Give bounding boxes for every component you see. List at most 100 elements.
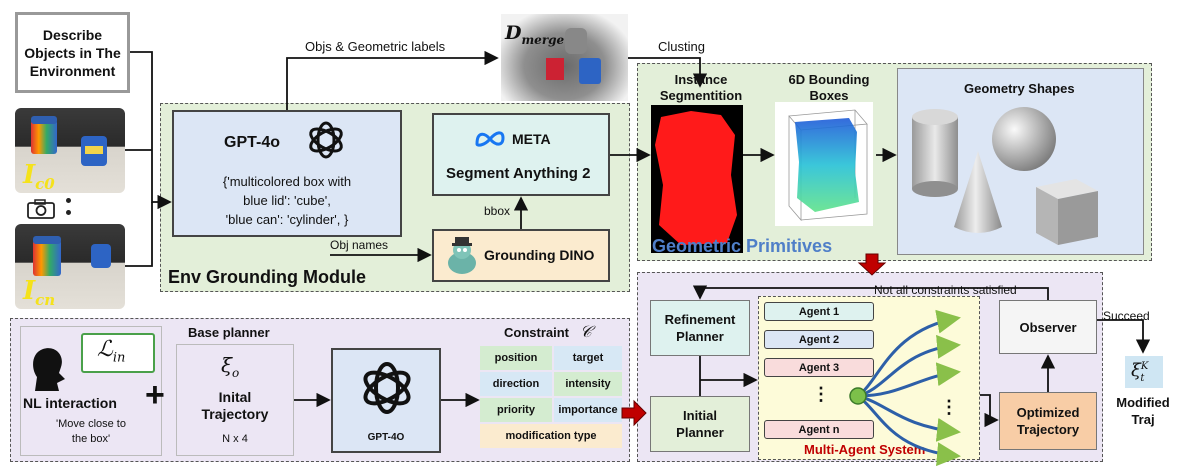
modified-label-1: Modified	[1116, 395, 1170, 410]
agents-ellipsis-right: ⋮	[940, 397, 958, 417]
gpt4o-text-3: 'blue can': 'cylinder', }	[225, 212, 349, 227]
refinement-line-2: Planner	[676, 329, 724, 344]
optimized-trajectory-box: Optimized Trajectory	[999, 392, 1097, 450]
traj-size: N x 4	[222, 433, 248, 445]
bounding-box-title: 6D Bounding Boxes	[770, 70, 888, 106]
agent-ellipsis: ⋮	[812, 384, 830, 404]
sphere-shape-icon	[992, 107, 1056, 171]
constraint-title: Constraint	[504, 325, 569, 340]
xi-label: ξ	[221, 353, 233, 377]
camera-icon	[26, 198, 56, 220]
constraint-cell-target: target	[554, 346, 622, 370]
plus-sign: +	[145, 376, 165, 414]
describe-objects-box: Describe Objects in The Environment	[15, 12, 130, 93]
bbox-label: bbox	[484, 204, 511, 218]
gpt4o-text-2: blue lid': 'cube',	[243, 193, 331, 208]
constraint-cell-modification: modification type	[480, 424, 622, 448]
cube-shape-icon	[1036, 179, 1098, 245]
agent-3: Agent 3	[764, 358, 874, 377]
initial-trajectory-box: ξo Inital Trajectory N x 4	[176, 344, 294, 456]
modified-symbol: ξ	[1131, 360, 1141, 381]
ellipsis-dots	[66, 198, 72, 218]
constraint-cell-direction: direction	[480, 372, 552, 396]
multi-agent-title: Multi-Agent System	[804, 442, 926, 457]
dmerge-label: D	[505, 22, 522, 44]
modified-traj-symbol-box: ξKt	[1125, 356, 1163, 388]
lin-label: ℒ	[97, 337, 113, 362]
grounding-dino-box: Grounding DINO	[432, 229, 610, 282]
base-planner-title: Base planner	[188, 325, 270, 340]
gpt4o-box: GPT-4o {'multicolored box with blue lid'…	[172, 110, 402, 237]
observer-box: Observer	[999, 300, 1097, 354]
camera-photo-last: Icn	[15, 224, 125, 309]
person-silhouette-icon	[33, 348, 65, 391]
nl-interaction-box: ℒin NL interaction 'Move close to the bo…	[20, 326, 162, 456]
camera-photo-first: Ic0	[15, 108, 125, 193]
describe-line-3: Environment	[29, 62, 116, 79]
refinement-planner-box: Refinement Planner	[650, 300, 750, 356]
not-all-satisfied-label: Not all constraints satisfied	[874, 283, 1017, 297]
gpt4o-title: GPT-4o	[224, 134, 281, 151]
clusting-label: Clusting	[658, 39, 705, 54]
observer-label: Observer	[1019, 319, 1077, 335]
objs-geometric-label: Objs & Geometric labels	[305, 39, 446, 54]
initial-line-2: Planner	[676, 425, 724, 440]
instance-seg-image	[651, 105, 743, 253]
segment-anything-box: META Segment Anything 2	[432, 113, 610, 196]
dino-label: Grounding DINO	[484, 247, 595, 263]
constraint-cell-intensity: intensity	[554, 372, 622, 396]
nl-quote-2: the box'	[71, 433, 111, 445]
nl-quote-1: 'Move close to	[56, 418, 126, 430]
last-photo-sub: cn	[35, 291, 56, 309]
cylinder-shape-icon	[912, 109, 958, 197]
red-right-arrow-icon	[621, 399, 647, 427]
meta-logo-icon	[474, 129, 506, 149]
describe-line-2: Objects in The	[24, 44, 121, 61]
geometric-primitives-title: Geometric Primitives	[652, 236, 833, 256]
constraint-cell-importance: importance	[554, 398, 622, 422]
describe-line-1: Describe	[42, 26, 103, 43]
agent-1: Agent 1	[764, 302, 874, 321]
gpt4o-text-1: {'multicolored box with	[222, 174, 352, 189]
dmerge-sub: merge	[521, 32, 565, 47]
obj-names-label: Obj names	[330, 238, 389, 252]
constraint-cell-position: position	[480, 346, 552, 370]
first-photo-label: I	[23, 160, 36, 190]
env-grounding-title: Env Grounding Module	[168, 267, 366, 287]
last-photo-label: I	[23, 276, 36, 306]
constraint-symbol: 𝒞	[580, 322, 592, 341]
openai-logo-large-icon	[357, 358, 417, 418]
constraint-grid: position target direction intensity prio…	[480, 346, 622, 449]
gpt4o-caption: GPT-4O	[367, 432, 405, 443]
lin-sub: in	[112, 350, 126, 366]
refinement-line-1: Refinement	[664, 312, 736, 327]
xi-sub: o	[232, 366, 240, 380]
openai-logo-icon	[304, 118, 348, 162]
speech-bubble-icon: ℒin	[81, 333, 155, 373]
initial-planner-box: Initial Planner	[650, 396, 750, 452]
red-down-arrow-icon	[857, 253, 887, 276]
geometry-shapes-box: Geometry Shapes	[897, 68, 1144, 255]
agent-2: Agent 2	[764, 330, 874, 349]
first-photo-sub: c0	[35, 175, 55, 193]
initial-line-1: Initial	[683, 408, 717, 423]
nl-interaction-title: NL interaction	[23, 395, 117, 411]
sam-label: Segment Anything 2	[446, 165, 591, 182]
instance-title-2: Segmentition	[659, 88, 743, 103]
gpt4o-planner-box: GPT-4O	[331, 348, 441, 453]
modified-label-2: Traj	[1131, 412, 1155, 427]
meta-label: META	[512, 131, 551, 147]
bbox-title-1: 6D Bounding	[788, 72, 870, 87]
modified-sup: K	[1140, 361, 1149, 372]
geometry-shapes-title: Geometry Shapes	[964, 81, 1075, 96]
optimized-line-1: Optimized	[1016, 405, 1080, 420]
bbox-title-2: Boxes	[809, 88, 849, 103]
modified-sub: t	[1140, 372, 1145, 384]
bounding-box-image	[775, 102, 873, 226]
cone-shape-icon	[954, 151, 1002, 233]
constraint-cell-priority: priority	[480, 398, 552, 422]
dmerge-pointcloud: Dmerge	[501, 14, 628, 101]
dino-icon	[442, 235, 482, 277]
traj-title-1: Inital	[218, 389, 252, 405]
